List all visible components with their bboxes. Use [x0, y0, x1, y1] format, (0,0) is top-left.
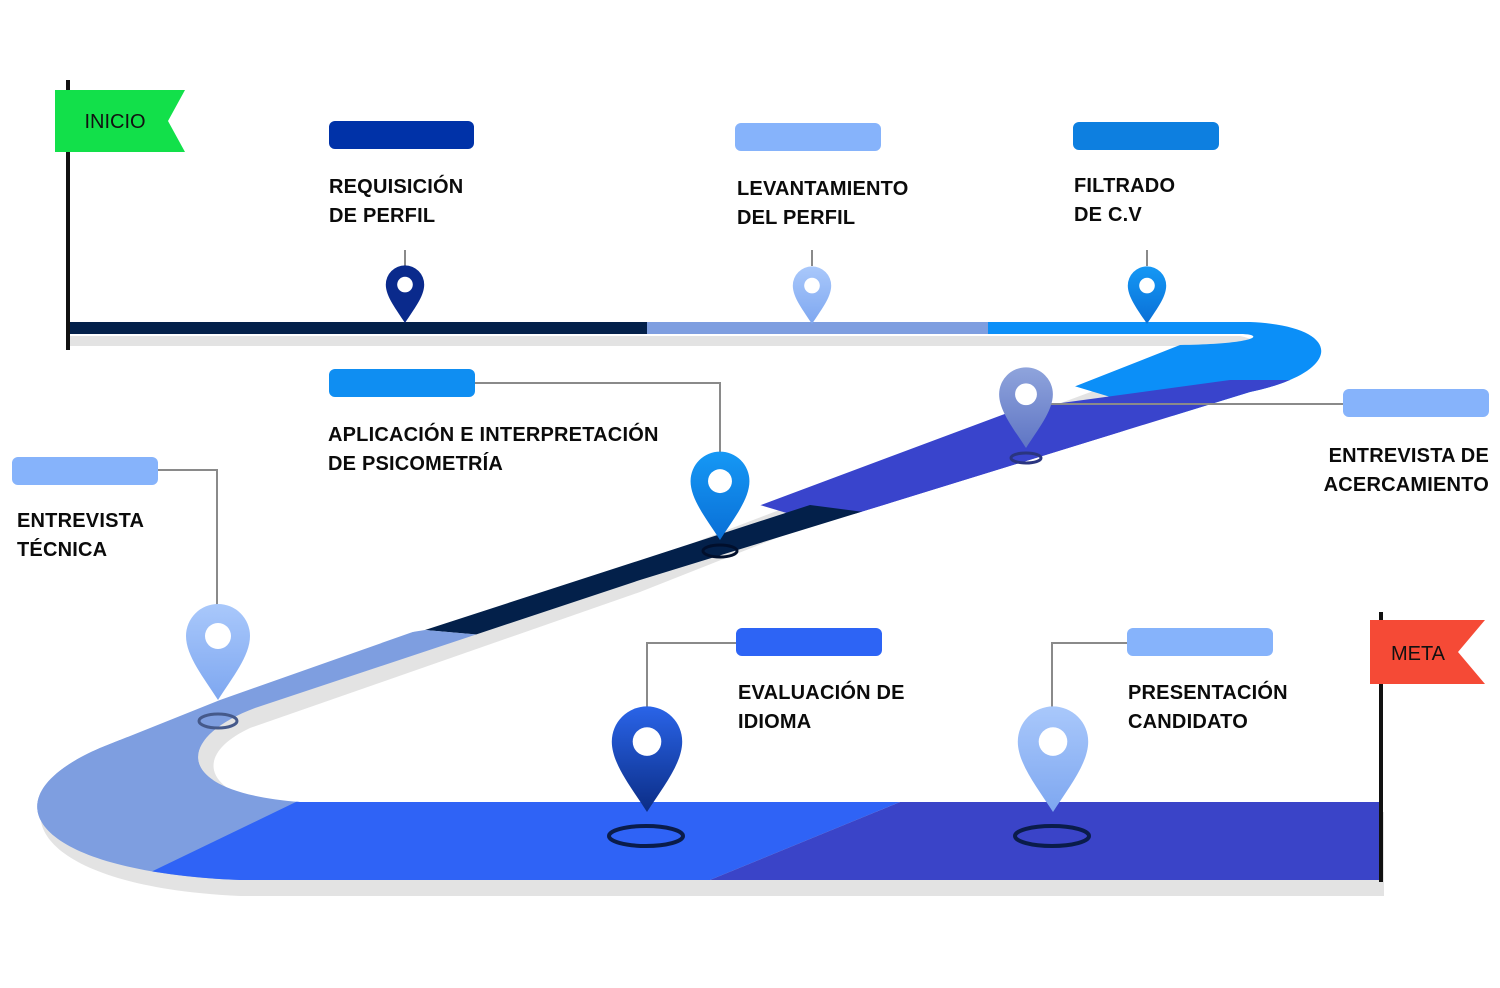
step-7-tag	[736, 628, 882, 656]
end-flag: META	[1370, 620, 1485, 684]
step-6-label: ENTREVISTA TÉCNICA	[17, 507, 144, 565]
connector-step-6	[158, 469, 218, 612]
step-3-line-2: DE C.V	[1074, 204, 1142, 226]
ground-rings	[197, 451, 1091, 848]
step-8-label: PRESENTACIÓN CANDIDATO	[1128, 679, 1288, 737]
step-3-label: FILTRADO DE C.V	[1074, 172, 1175, 230]
pin-step-5-icon	[690, 451, 750, 540]
pin-step-3-icon	[1127, 266, 1167, 324]
step-2-tag	[735, 123, 881, 151]
step-1-line-2: DE PERFIL	[329, 205, 436, 227]
pin-step-2-icon	[792, 266, 832, 324]
ring-step-8	[1013, 824, 1091, 848]
start-flag: INICIO	[55, 90, 185, 152]
step-1-tag	[329, 121, 474, 149]
connector-step-5	[475, 382, 721, 462]
road-segment-navy-top	[37, 322, 648, 360]
step-1-line-1: REQUISICIÓN	[329, 176, 464, 198]
start-flag-label: INICIO	[84, 111, 145, 133]
step-2-label: LEVANTAMIENTO DEL PERFIL	[737, 175, 909, 233]
road-segment-royal	[130, 800, 905, 880]
start-flag-pole	[66, 80, 70, 350]
step-2-line-1: LEVANTAMIENTO	[737, 178, 909, 200]
step-4-label: ENTREVISTA DE ACERCAMIENTO	[1240, 442, 1489, 500]
step-7-line-1: EVALUACIÓN DE	[738, 682, 905, 704]
step-2-line-2: DEL PERFIL	[737, 207, 856, 229]
pin-step-8-icon	[1017, 706, 1089, 812]
connector-step-8	[1051, 642, 1127, 718]
step-4-line-1: ENTREVISTA DE	[1328, 445, 1489, 467]
step-3-tag	[1073, 122, 1219, 150]
pin-step-7-icon	[611, 706, 683, 812]
step-1-label: REQUISICIÓN DE PERFIL	[329, 173, 463, 231]
step-4-tag	[1343, 389, 1489, 417]
pin-step-4-icon	[999, 367, 1053, 448]
road-segment-indigo-bottom	[705, 800, 1382, 880]
pin-step-1-icon	[385, 265, 425, 323]
pin-step-6-icon	[186, 604, 250, 700]
road-body	[37, 322, 1382, 880]
step-6-line-1: ENTREVISTA	[17, 510, 145, 532]
connector-lines	[158, 250, 1343, 718]
step-6-line-2: TÉCNICA	[17, 539, 108, 561]
end-flag-label: META	[1391, 643, 1446, 665]
step-3-line-1: FILTRADO	[1074, 175, 1176, 197]
step-5-tag	[329, 369, 475, 397]
start-flag-banner	[55, 90, 185, 152]
step-8-line-2: CANDIDATO	[1128, 711, 1248, 733]
step-6-tag	[12, 457, 158, 485]
step-5-line-1: APLICACIÓN E INTERPRETACIÓN	[328, 424, 659, 446]
end-flag-banner	[1370, 620, 1485, 684]
connector-step-7	[646, 642, 736, 718]
end-flag-pole	[1379, 612, 1383, 882]
step-7-label: EVALUACIÓN DE IDIOMA	[738, 679, 905, 737]
step-5-label: APLICACIÓN E INTERPRETACIÓN DE PSICOMETR…	[328, 421, 659, 479]
step-8-tag	[1127, 628, 1273, 656]
ring-step-4	[1009, 451, 1043, 465]
step-5-line-2: DE PSICOMETRÍA	[328, 453, 504, 475]
step-7-line-2: IDIOMA	[738, 711, 812, 733]
step-8-line-1: PRESENTACIÓN	[1128, 682, 1288, 704]
ring-step-5	[701, 543, 739, 559]
step-4-line-2: ACERCAMIENTO	[1323, 474, 1489, 496]
ring-step-7	[607, 824, 685, 848]
map-pins	[186, 265, 1167, 812]
ring-step-6	[197, 712, 239, 730]
